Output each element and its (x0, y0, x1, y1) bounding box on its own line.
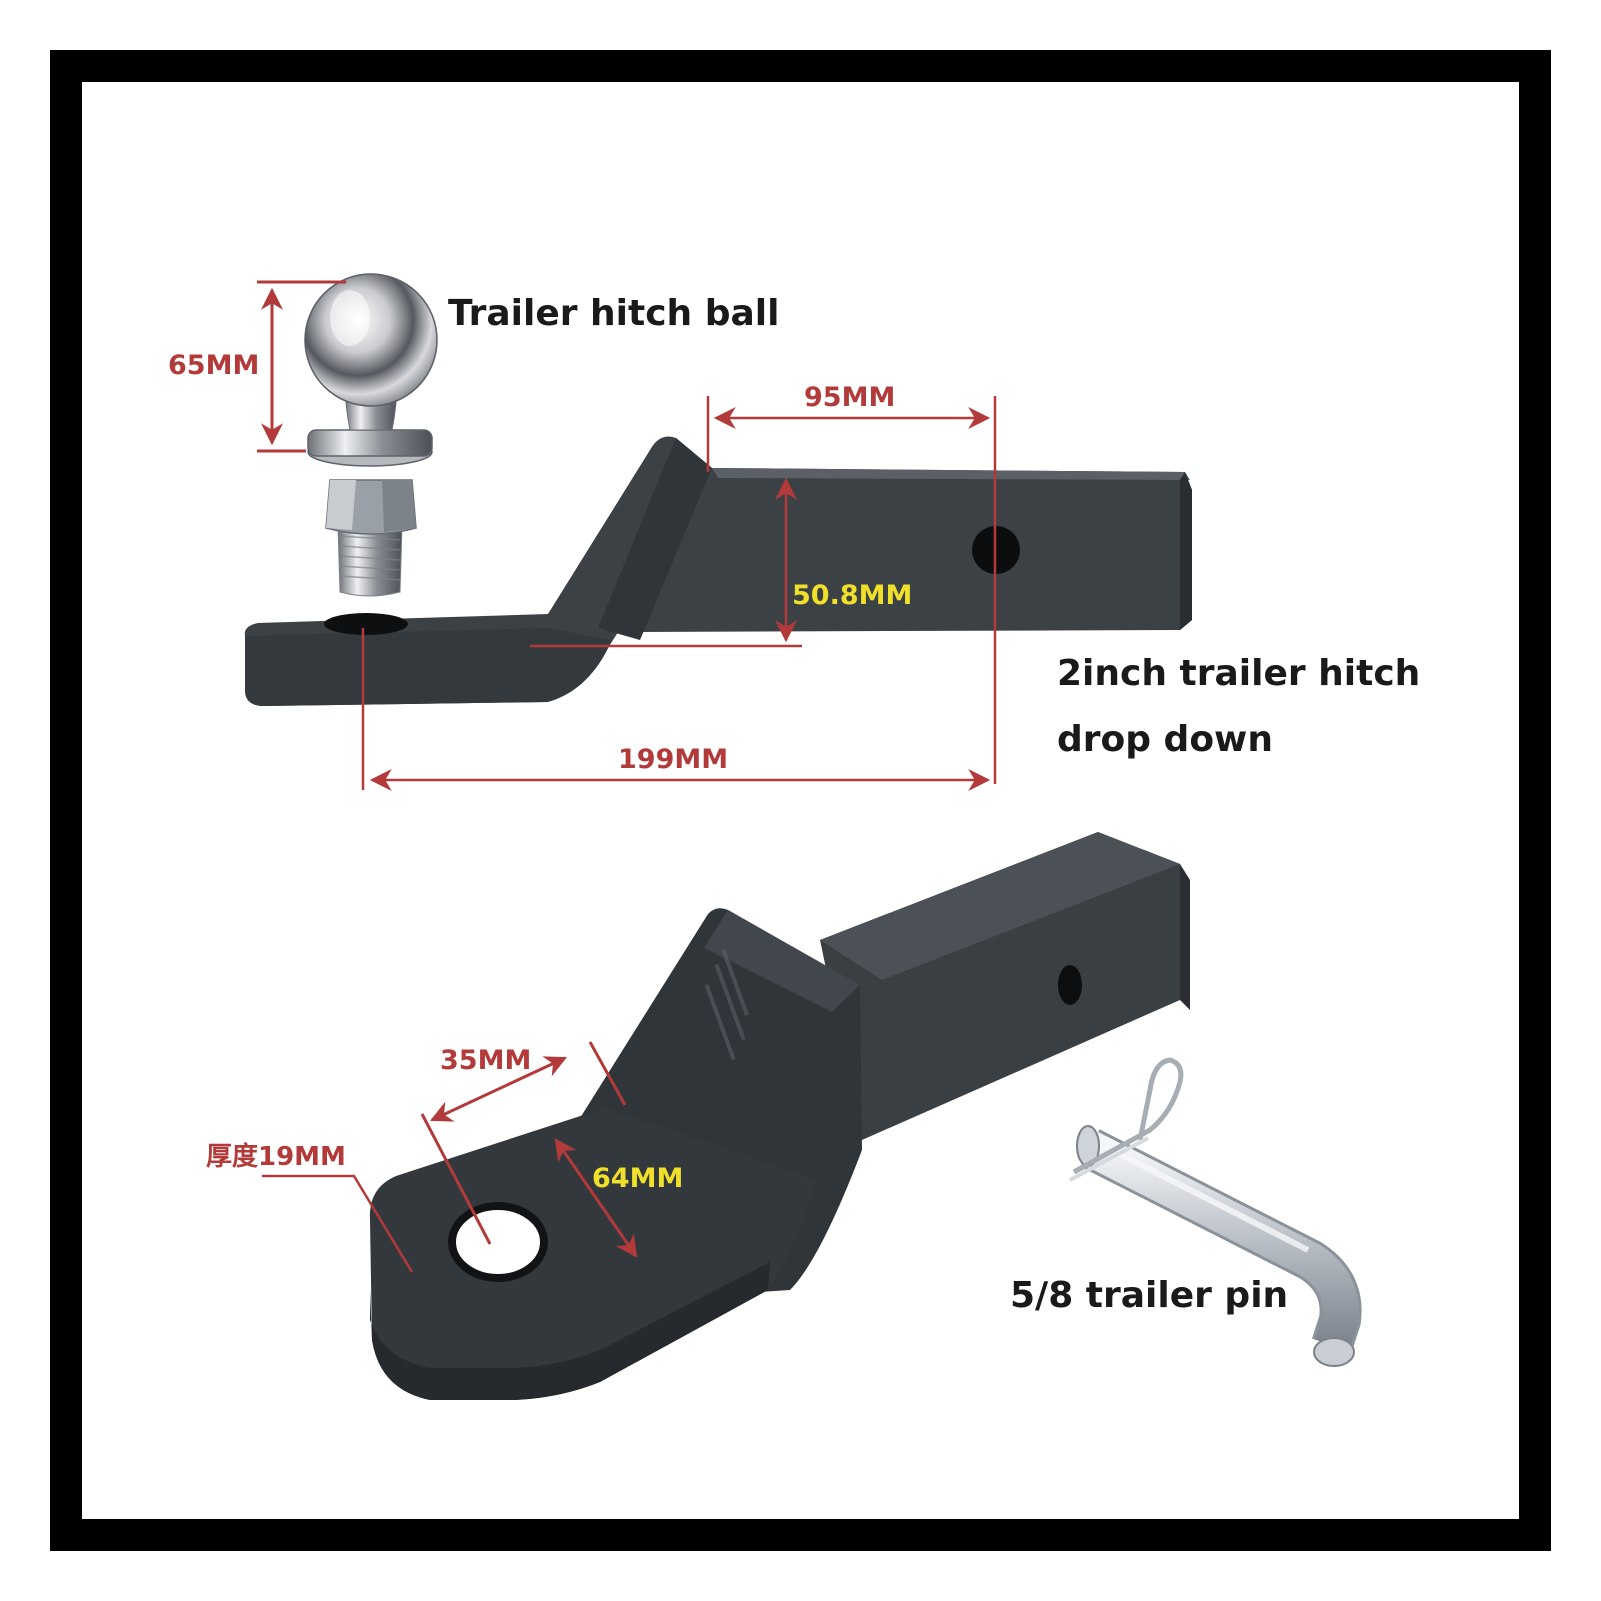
dimension-95mm-label: 95MM (804, 382, 896, 413)
dimension-64mm-label: 64MM (592, 1163, 684, 1194)
frame-border (50, 50, 1551, 1551)
dimension-35mm-label: 35MM (440, 1045, 532, 1076)
dimension-65mm-label: 65MM (168, 350, 260, 381)
hitch-perspective-view (369, 832, 1190, 1400)
trailer-pin-image (1069, 1057, 1362, 1367)
ball-caption: Trailer hitch ball (448, 293, 780, 334)
hitch-side-view (244, 436, 1192, 706)
hitch-ball-image (304, 273, 438, 597)
pin-caption: 5/8 trailer pin (1010, 1275, 1289, 1316)
dimension-65mm-lines (257, 280, 346, 453)
dimension-lower-lines (262, 1041, 638, 1273)
dimension-199mm-label: 199MM (618, 744, 729, 775)
hitch-caption-line1: 2inch trailer hitch (1057, 653, 1421, 694)
hitch-caption-line2: drop down (1057, 719, 1273, 760)
dimension-upper-lines (361, 396, 997, 791)
dimension-50-8mm-label: 50.8MM (792, 580, 913, 611)
dimension-thickness-label: 厚度19MM (206, 1142, 346, 1172)
